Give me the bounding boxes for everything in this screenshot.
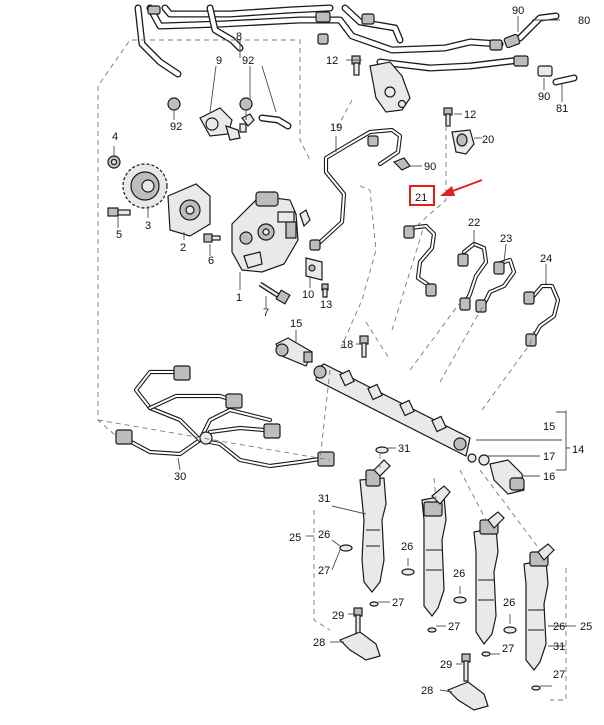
injector-3 bbox=[453, 511, 505, 657]
label-5: 5 bbox=[116, 229, 122, 241]
label-6: 6 bbox=[208, 255, 214, 267]
label-25-left: 25 bbox=[289, 532, 301, 544]
label-27-inj1-tip: 27 bbox=[392, 597, 404, 609]
label-31-left: 31 bbox=[318, 493, 330, 505]
injector-line-24 bbox=[523, 283, 561, 347]
seal-rings-31 bbox=[375, 446, 389, 454]
label-90-top: 90 bbox=[512, 5, 524, 17]
clamp-28-right bbox=[446, 653, 489, 711]
injector-1 bbox=[339, 459, 391, 607]
part-number-labels: 90 80 8 9 92 12 92 90 81 12 20 4 19 90 2… bbox=[112, 5, 592, 697]
injector-2 bbox=[401, 485, 451, 633]
label-28-right: 28 bbox=[421, 685, 433, 697]
bolt-12-upper bbox=[351, 55, 361, 76]
clamp-28-left bbox=[338, 607, 381, 661]
label-12-right: 12 bbox=[464, 109, 476, 121]
fuel-rail bbox=[313, 363, 490, 466]
label-12-upper: 12 bbox=[326, 55, 338, 67]
label-15-right: 15 bbox=[543, 421, 555, 433]
label-26-inj1: 26 bbox=[318, 529, 330, 541]
label-19: 19 bbox=[330, 122, 342, 134]
label-leader-lines bbox=[113, 16, 576, 693]
highlight-annotation bbox=[409, 179, 483, 206]
fuel-line-assembly bbox=[134, 4, 524, 113]
label-90-mid: 90 bbox=[424, 161, 436, 173]
highlight-arrow-head bbox=[440, 186, 455, 196]
parts-10-13 bbox=[305, 257, 329, 298]
label-24: 24 bbox=[540, 253, 552, 265]
label-30: 30 bbox=[174, 471, 186, 483]
label-92-left: 92 bbox=[170, 121, 182, 133]
label-31-rail: 31 bbox=[398, 443, 410, 455]
dashed-assembly-lines bbox=[97, 39, 567, 701]
label-28-left: 28 bbox=[313, 637, 325, 649]
label-26-inj2: 26 bbox=[401, 541, 413, 553]
label-14: 14 bbox=[572, 444, 584, 456]
label-4: 4 bbox=[112, 131, 118, 143]
label-9: 9 bbox=[216, 55, 222, 67]
label-25-right: 25 bbox=[580, 621, 592, 633]
label-7: 7 bbox=[263, 307, 269, 319]
label-27-inj2-tip: 27 bbox=[448, 621, 460, 633]
label-2: 2 bbox=[180, 242, 186, 254]
label-29-right: 29 bbox=[440, 659, 452, 671]
pressure-valve-16 bbox=[489, 459, 525, 495]
label-21: 21 bbox=[415, 192, 427, 204]
parts-9-92 bbox=[167, 97, 292, 141]
injector-line-23 bbox=[475, 257, 517, 313]
label-10: 10 bbox=[302, 289, 314, 301]
sprocket-and-hub bbox=[107, 155, 221, 243]
label-3: 3 bbox=[145, 220, 151, 232]
label-26-right: 26 bbox=[553, 621, 565, 633]
label-20: 20 bbox=[482, 134, 494, 146]
fuel-line-19 bbox=[309, 127, 403, 251]
bolt-7 bbox=[258, 281, 291, 305]
label-27-inj3-tip: 27 bbox=[502, 643, 514, 655]
label-1: 1 bbox=[236, 292, 242, 304]
bolt-18 bbox=[359, 335, 369, 358]
label-81: 81 bbox=[556, 103, 568, 115]
injector-4 bbox=[503, 543, 555, 691]
label-27-inj1: 27 bbox=[318, 565, 330, 577]
label-15-sensor: 15 bbox=[290, 318, 302, 330]
label-26-inj3: 26 bbox=[453, 568, 465, 580]
highlight-box-21 bbox=[409, 185, 435, 206]
label-26-inj4: 26 bbox=[503, 597, 515, 609]
label-29-left: 29 bbox=[332, 610, 344, 622]
label-23: 23 bbox=[500, 233, 512, 245]
label-17: 17 bbox=[543, 451, 555, 463]
label-90-right: 90 bbox=[538, 91, 550, 103]
label-8: 8 bbox=[236, 31, 242, 43]
label-92-upper: 92 bbox=[242, 55, 254, 67]
label-31-right: 31 bbox=[553, 641, 565, 653]
label-13: 13 bbox=[320, 299, 332, 311]
highlight-arrow bbox=[449, 179, 483, 193]
pressure-sensor-15 bbox=[275, 337, 313, 367]
hose-fittings-top-right bbox=[489, 12, 578, 86]
label-27-inj4-tip: 27 bbox=[553, 669, 565, 681]
label-18: 18 bbox=[341, 339, 353, 351]
label-80: 80 bbox=[578, 15, 590, 27]
parts-12-20-90-right bbox=[392, 107, 475, 171]
wiring-harness-30 bbox=[115, 365, 335, 469]
label-22: 22 bbox=[468, 217, 480, 229]
injector-line-21 bbox=[403, 223, 437, 297]
high-pressure-pump bbox=[231, 191, 311, 273]
label-16: 16 bbox=[543, 471, 555, 483]
